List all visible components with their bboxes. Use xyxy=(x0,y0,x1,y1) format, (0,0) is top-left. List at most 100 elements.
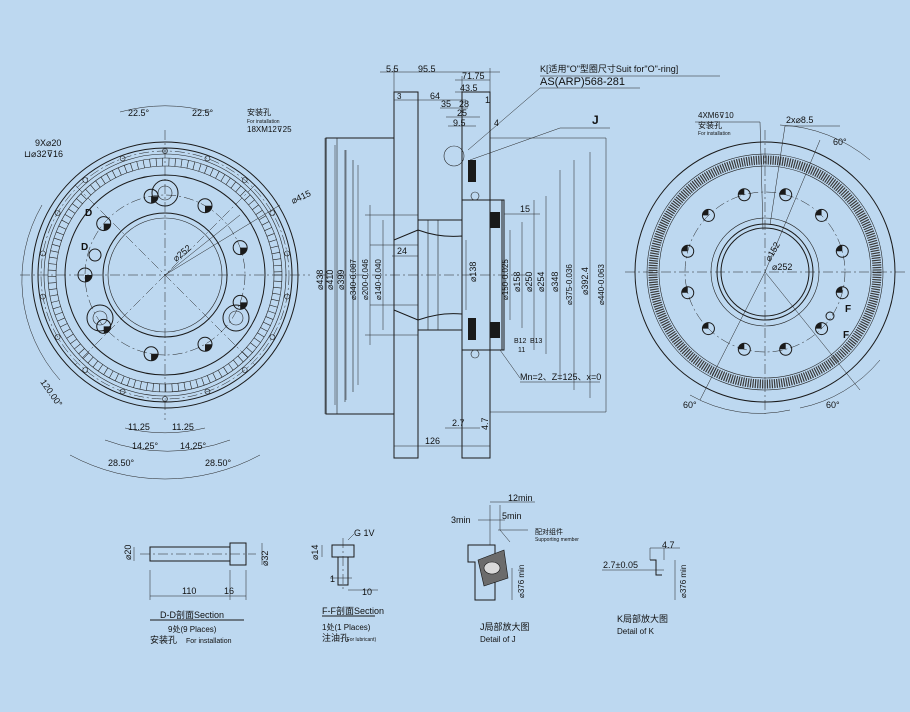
gear-tooth xyxy=(228,363,234,371)
gear-tooth xyxy=(268,239,277,243)
gear-tooth xyxy=(239,190,246,197)
ff-thread-g: G 1V xyxy=(354,528,375,538)
angle-1125-left: 11.25 xyxy=(128,422,150,432)
right-diameter-dims: ⌀138 ⌀150-0.025 ⌀158 ⌀250 ⌀254 ⌀348 ⌀375… xyxy=(465,137,607,413)
dim-2-7: 2.7 xyxy=(452,418,465,428)
gear-tooth xyxy=(53,237,62,241)
dd-dia-32: ⌀32 xyxy=(260,551,270,566)
gear-tooth xyxy=(271,298,280,302)
gear-tooth xyxy=(246,347,253,353)
gear-tooth xyxy=(206,375,211,383)
angle-60-top: 60° xyxy=(833,137,847,147)
top-dim-5-5: 5.5 xyxy=(386,64,399,74)
k-title: K局部放大图 xyxy=(617,613,668,624)
ff-len-10: 10 xyxy=(362,587,372,597)
gear-tooth xyxy=(103,367,109,375)
install-hole-fill xyxy=(151,353,159,361)
gear-tooth xyxy=(174,158,176,167)
top-dim-35: 35 xyxy=(441,99,451,109)
gear-tooth xyxy=(235,185,242,193)
flange-hole-fill xyxy=(702,209,709,216)
gear-tooth xyxy=(152,383,154,392)
gear-tooth xyxy=(244,194,251,201)
k-oring-note: K[适用"O"型圈尺寸Suit for"O"-ring] xyxy=(540,63,678,74)
ff-title: F-F剖面Section xyxy=(322,605,384,616)
outer-hole xyxy=(162,396,168,402)
left-front-view: 22.5° 22.5° 9X⌀20 ⊔⌀32⊽16 安装孔 For instal… xyxy=(20,105,313,480)
dia-138: ⌀138 xyxy=(468,262,478,282)
flange-hole-fill xyxy=(681,245,688,252)
gear-tooth xyxy=(253,337,261,343)
gear-tooth xyxy=(111,170,117,178)
j-dia-376: ⌀376 min xyxy=(517,565,526,598)
flange-hole-fill xyxy=(815,209,822,216)
gear-tooth xyxy=(198,163,202,172)
gear-tooth xyxy=(68,208,76,214)
gear-tooth xyxy=(250,342,257,348)
gear-tooth xyxy=(109,370,114,379)
gear-tooth xyxy=(95,180,101,188)
gear-tooth xyxy=(269,304,278,308)
dia-399: ⌀399 xyxy=(336,270,346,290)
install-hole-fill xyxy=(205,205,212,213)
holes-note-count: 9X⌀20 xyxy=(35,138,61,148)
outer-hole xyxy=(119,155,126,162)
angle-2850-right: 28.50° xyxy=(205,458,232,468)
gear-tooth xyxy=(78,348,85,355)
gear-tooth xyxy=(180,159,183,168)
gear-tooth xyxy=(117,167,122,176)
gear-tooth xyxy=(50,250,59,253)
gear-tooth xyxy=(217,370,223,378)
outer-hole xyxy=(284,293,290,300)
gear-tooth xyxy=(51,300,60,303)
gear-tooth xyxy=(120,375,125,384)
gear-tooth xyxy=(258,215,267,221)
gear-tooth xyxy=(90,184,96,192)
large-bolt-holes xyxy=(86,179,250,332)
install-hole-fill xyxy=(103,223,111,231)
thread-4xm6: 4XM6⊽10 xyxy=(698,111,734,120)
j-title: J局部放大图 xyxy=(480,621,530,632)
gear-tooth xyxy=(49,256,58,259)
dia-415-label: ⌀415 xyxy=(290,188,313,206)
dia-410: ⌀410 xyxy=(325,270,335,290)
install-thread-spec: 18XM12⊽25 xyxy=(247,125,292,134)
top-dim-4: 4 xyxy=(494,118,499,128)
label-b13: B13 xyxy=(530,338,543,345)
gear-tooth xyxy=(87,356,94,364)
j-12min: 12min xyxy=(508,493,533,503)
dd-title: D-D剖面Section xyxy=(160,609,224,620)
gear-tooth xyxy=(220,174,226,182)
outer-hole xyxy=(40,250,46,257)
gear-tooth xyxy=(52,306,61,310)
gear-tooth xyxy=(80,193,87,200)
top-dim-1: 1 xyxy=(485,95,490,105)
dia-140: ⌀140-0.040 xyxy=(374,259,383,300)
gear-tooth xyxy=(130,163,134,171)
angle-120-label: 120.00° xyxy=(38,377,64,409)
outer-hole xyxy=(241,177,248,183)
gear-tooth xyxy=(201,377,205,386)
ff-places: 1处(1 Places) xyxy=(322,622,371,632)
install-label-en-right: For installation xyxy=(698,131,731,137)
dia-440: ⌀440-0.063 xyxy=(597,264,606,305)
gear-tooth xyxy=(63,328,71,334)
gear-tooth xyxy=(76,198,83,205)
k-subtitle: Detail of K xyxy=(617,627,655,636)
dia-252-label-right: ⌀252 xyxy=(772,262,792,272)
gear-tooth xyxy=(273,264,282,267)
gear-tooth xyxy=(252,204,259,210)
detail-j: 12min 3min 5min 配对组件 Supporting member ⌀… xyxy=(451,493,579,644)
gear-tooth xyxy=(270,245,279,249)
gear-tooth xyxy=(195,379,199,388)
gear-tooth xyxy=(97,364,104,372)
ff-caption-cn: 注油孔 xyxy=(322,632,349,643)
gear-tooth xyxy=(183,382,186,391)
outer-hole xyxy=(162,148,168,154)
gear-tooth xyxy=(264,227,273,231)
ff-caption-en: (For lubricant) xyxy=(345,637,376,643)
top-dim-71-75: 71.75 xyxy=(462,71,485,81)
dia-348: ⌀348 xyxy=(550,272,560,292)
gear-tooth xyxy=(60,323,68,328)
outer-hole xyxy=(204,155,211,162)
